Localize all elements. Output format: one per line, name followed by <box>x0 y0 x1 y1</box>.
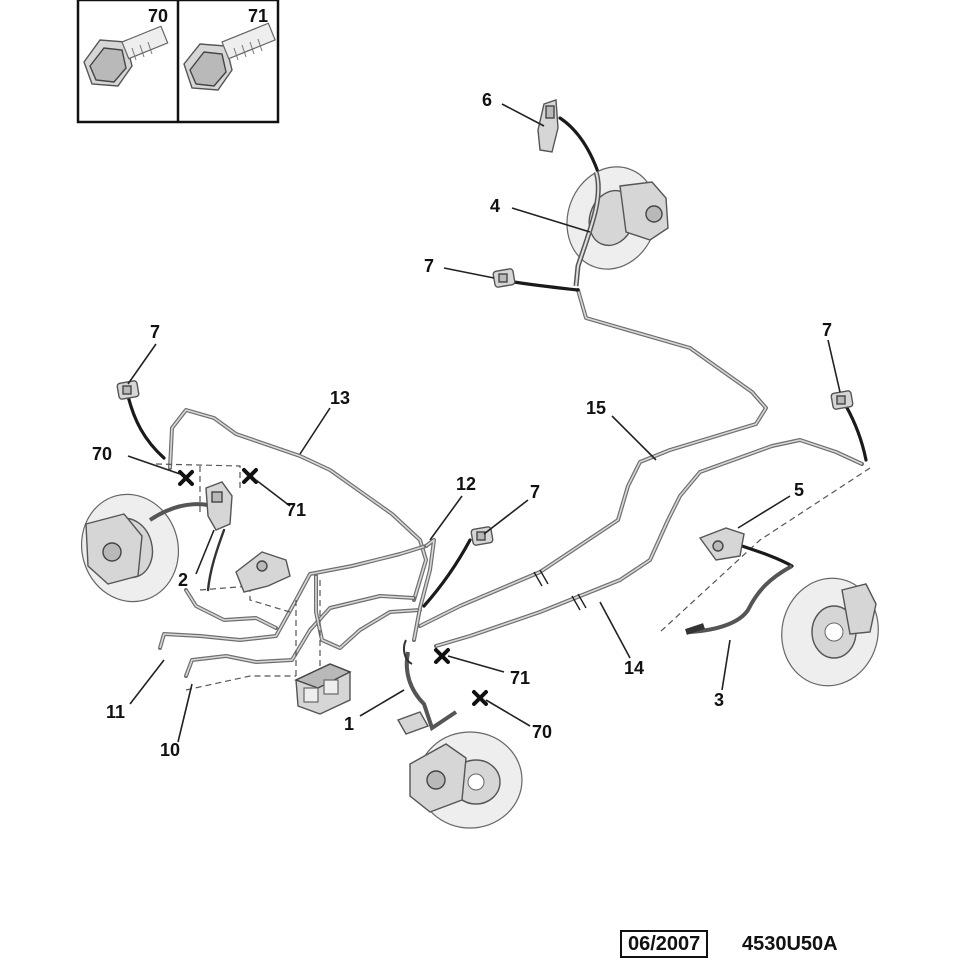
flexible-hoses <box>126 116 868 608</box>
brake-pipes <box>158 288 864 678</box>
callout-70: 70 <box>92 444 112 464</box>
clip-7-icon <box>116 380 140 400</box>
callout-4: 4 <box>490 196 500 216</box>
front-right-brake-disc <box>566 166 669 287</box>
callout-5: 5 <box>794 480 804 500</box>
bolt-location-marks <box>178 468 488 706</box>
callout-70: 70 <box>532 722 552 742</box>
bracket-5-icon <box>698 527 745 561</box>
leader-lines <box>127 103 841 743</box>
callout-71: 71 <box>510 668 530 688</box>
callout-10: 10 <box>160 740 180 760</box>
guide-lines <box>155 463 871 691</box>
callout-15: 15 <box>586 398 606 418</box>
callout-71: 71 <box>286 500 306 520</box>
clip-7-icon <box>492 268 516 288</box>
hydraulic-unit-icon <box>294 663 352 715</box>
front-center-brake-disc <box>396 639 523 829</box>
callout-7: 7 <box>424 256 434 276</box>
clips <box>116 268 854 546</box>
callout-12: 12 <box>456 474 476 494</box>
inset-label-71: 71 <box>248 6 268 26</box>
cross-mark-icon <box>472 690 488 706</box>
callout-labels: 6 4 7 7 13 70 71 2 12 7 15 7 5 14 3 11 1… <box>92 90 832 760</box>
callout-7: 7 <box>530 482 540 502</box>
bracket-6-icon <box>537 99 559 153</box>
bolt-71-icon <box>183 22 276 91</box>
callout-1: 1 <box>344 714 354 734</box>
bolt-70-icon <box>83 25 169 87</box>
cross-mark-icon <box>178 470 194 486</box>
callout-3: 3 <box>714 690 724 710</box>
callout-7: 7 <box>822 320 832 340</box>
cross-mark-icon <box>434 648 450 664</box>
callout-7: 7 <box>150 322 160 342</box>
callout-11: 11 <box>106 702 125 722</box>
hose-bracket-2-icon <box>205 481 233 531</box>
rear-right-brake-disc <box>685 564 879 687</box>
revision-date: 06/2007 <box>620 930 709 958</box>
callout-2: 2 <box>178 570 188 590</box>
diagram-reference-code: 4530U50A <box>742 933 838 955</box>
clip-7-icon <box>830 390 854 410</box>
fastener-inset: 70 71 <box>76 0 280 124</box>
pipe-bracket-icon <box>235 551 291 593</box>
front-left-brake-disc <box>80 493 230 603</box>
cross-mark-icon <box>242 468 258 484</box>
callout-14: 14 <box>624 658 644 678</box>
callout-6: 6 <box>482 90 492 110</box>
inset-label-70: 70 <box>148 6 168 26</box>
callout-13: 13 <box>330 388 350 408</box>
